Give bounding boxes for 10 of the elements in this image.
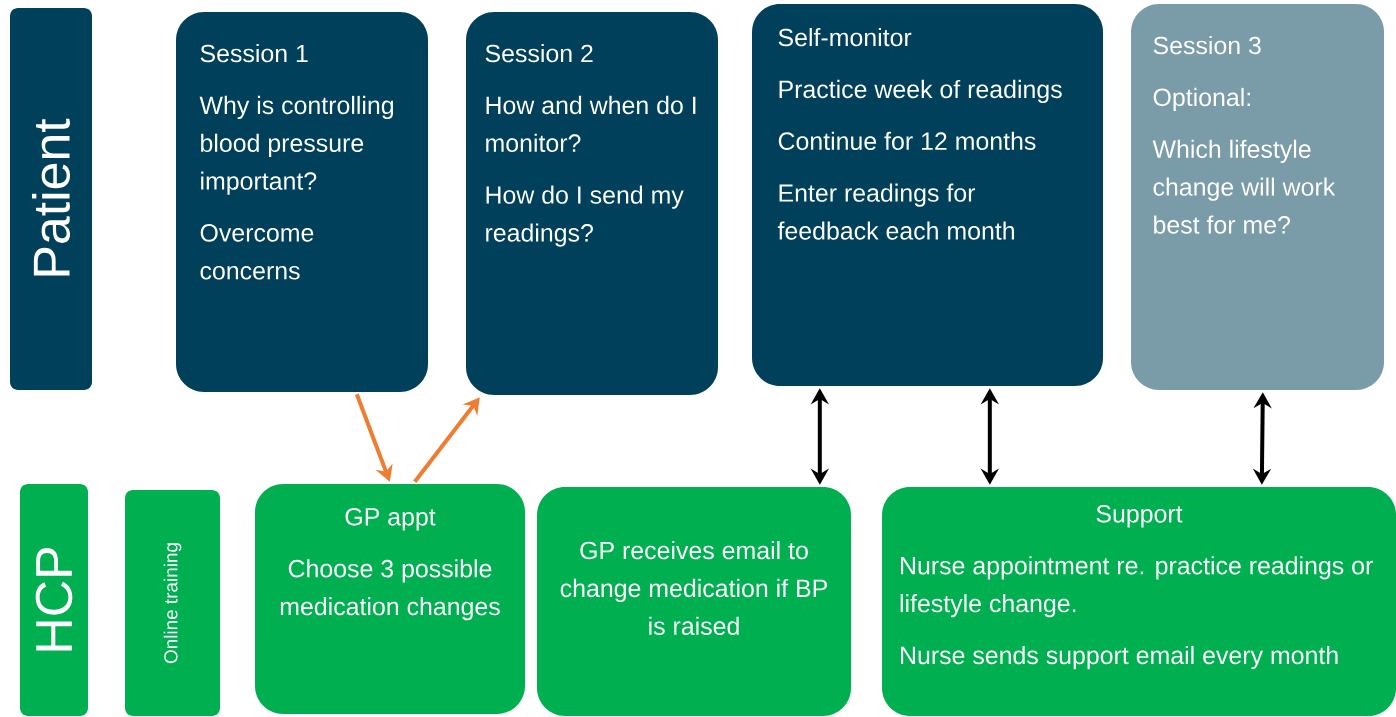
activity-box: GP receives email to change medication if BP is raised xyxy=(537,487,851,716)
lane-label: Patient xyxy=(10,8,92,390)
session-box: Self-monitor Practice week of readings Continue for 12 months Enter readings for feedback each month xyxy=(752,4,1103,386)
session-box: Session 1 Why is controlling blood pressure important? Overcome concerns xyxy=(176,12,428,392)
activity-box: GP appt Choose 3 possible medication changes xyxy=(255,484,525,714)
session-box: Session 3 Optional: Which lifestyle change will work best for me? xyxy=(1131,4,1384,390)
lane-label: HCP xyxy=(20,484,88,716)
activity-box: Support Nurse appointment re. practice readings or lifestyle change. Nurse sends support email every month xyxy=(882,487,1396,716)
training-box: Online training xyxy=(125,490,220,716)
session-box: Session 2 How and when do I monitor? How do I send my readings? xyxy=(466,12,718,395)
